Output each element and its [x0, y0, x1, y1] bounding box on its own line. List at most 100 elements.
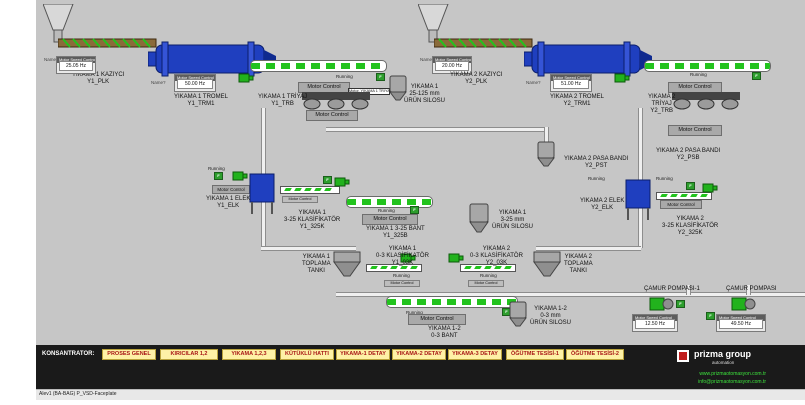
menu-label: KONSANTRATOR: [42, 351, 95, 357]
menu-btn-yikama1-detay[interactable]: YIKAMA-1 DETAY [336, 349, 390, 360]
pasa-silo-icon [537, 141, 555, 167]
triyaj2-conveyor [644, 60, 771, 72]
pasa-silo-status: Running [588, 176, 605, 181]
menu-bar: KONSANTRATOR: PROSES GENEL KIRICILAR 1,2… [36, 345, 805, 369]
camur2-tag: ÇAMUR POMPASI [726, 286, 777, 292]
menu-btn-ogutme1[interactable]: ÖĞÜTME TESİSİ-1 [506, 349, 564, 360]
elek1-motor-control[interactable]: Motor Control [212, 185, 250, 194]
elek1-f-button[interactable]: F [214, 172, 223, 180]
belt-top-f-button[interactable]: F [376, 73, 385, 81]
drum-display-name: Name? [151, 80, 166, 85]
menu-btn-yikama3-detay[interactable]: YIKAMA-3 DETAY [448, 349, 502, 360]
motor-icon[interactable] [238, 72, 254, 84]
pipe [261, 246, 356, 251]
bant325-conveyor [346, 196, 433, 208]
camur1-tag: ÇAMUR POMPASI-1 [644, 286, 700, 292]
triyaj-screen-icon [302, 92, 370, 110]
camur2-speed-panel[interactable]: Motor Speed Control 49.50 Hz [716, 314, 766, 332]
motor-icon[interactable] [702, 182, 718, 194]
feeder-display-name: Name? [44, 57, 59, 62]
feeder-auger-icon [434, 38, 533, 48]
footer: www.prizmaotomasyon.com.tr info@prizmaot… [36, 369, 805, 389]
motor-icon[interactable] [334, 176, 350, 188]
camur1-f-button[interactable]: F [676, 300, 685, 308]
camur2-f-button[interactable]: F [706, 312, 715, 320]
motor-icon[interactable] [448, 252, 464, 264]
k03-2-status: Running [480, 273, 497, 278]
pump-icon[interactable] [648, 295, 674, 313]
feeder-hopper-icon [418, 4, 449, 43]
bant325-f-button[interactable]: F [410, 206, 419, 214]
elek2-motor-control[interactable]: Motor Control [660, 200, 702, 209]
menu-btn-kiricilar[interactable]: KIRICILAR 1,2 [160, 349, 218, 360]
prizma-logo-icon [677, 350, 689, 362]
pasa-motor-control[interactable]: Motor Control [668, 125, 722, 136]
email-link[interactable]: info@prizmaotomasyon.com.tr [698, 379, 766, 385]
menu-btn-yikama-123[interactable]: YIKAMA 1,2,3 [222, 349, 276, 360]
motor-icon[interactable] [614, 72, 630, 84]
pipe [326, 127, 546, 132]
menu-btn-kutuklu-hatti[interactable]: KÜTÜKLÜ HATTI [280, 349, 334, 360]
brand-tagline: automation [712, 360, 735, 365]
bant03-status: Running [406, 310, 423, 315]
belt-top-status: Running [336, 74, 353, 79]
feeder-hopper-icon [43, 4, 74, 43]
motor-icon[interactable] [232, 170, 248, 182]
pipe [638, 108, 643, 248]
elek1-status: Running [208, 166, 225, 171]
k03-1-motor-control[interactable]: Motor Control [384, 280, 420, 287]
pipe [686, 285, 691, 295]
menu-btn-yikama2-detay[interactable]: YIKAMA-2 DETAY [392, 349, 446, 360]
toplama-tank-icon [333, 251, 361, 277]
urun-silo-icon [469, 203, 489, 233]
brand-name: prizma group [694, 349, 752, 359]
triyaj-conveyor [250, 60, 387, 72]
pump-icon[interactable] [730, 295, 756, 313]
website-link[interactable]: www.prizmaotomasyon.com.tr [699, 371, 766, 377]
drum-speed-panel[interactable]: Motor Speed Control 50.00 Hz [174, 74, 216, 92]
motor-icon[interactable] [400, 252, 416, 264]
elek2-f-button[interactable]: F [686, 182, 695, 190]
drum2-speed-panel[interactable]: Motor Speed Control 51.00 Hz [550, 74, 592, 92]
bant325-motor-control[interactable]: Motor Control [362, 214, 418, 225]
pipe [336, 292, 805, 297]
menu-btn-proses-genel[interactable]: PROSES GENEL [102, 349, 156, 360]
feeder2-speed-panel[interactable]: Motor Speed Control 20.00 Hz [432, 56, 472, 74]
bant03-conveyor [386, 296, 518, 308]
klasifikator1-f-button[interactable]: F [323, 176, 332, 184]
silo-icon [509, 301, 527, 327]
bant03-motor-control[interactable]: Motor Control [408, 314, 466, 325]
camur1-speed-panel[interactable]: Motor Speed Control 12.50 Hz [632, 314, 678, 332]
menu-btn-ogutme2[interactable]: ÖĞÜTME TESİSİ-2 [566, 349, 624, 360]
k03-2-auger [460, 264, 516, 272]
k03-2-motor-control[interactable]: Motor Control [468, 280, 504, 287]
drum2-display-name: Name? [526, 80, 541, 85]
pipe [746, 285, 751, 295]
brand-logo: prizma group automation [674, 346, 770, 368]
feeder-auger-icon [58, 38, 157, 48]
klasifikator1-motor-control[interactable]: Motor Control [282, 196, 318, 203]
triyaj-motor-control[interactable]: Motor Control [306, 110, 358, 121]
triyaj2-f-button[interactable]: F [752, 72, 761, 80]
pipe [536, 246, 641, 251]
triyaj-screen-icon [672, 92, 740, 110]
feeder-speed-panel[interactable]: Motor Speed Control 25.05 Hz [56, 56, 96, 74]
